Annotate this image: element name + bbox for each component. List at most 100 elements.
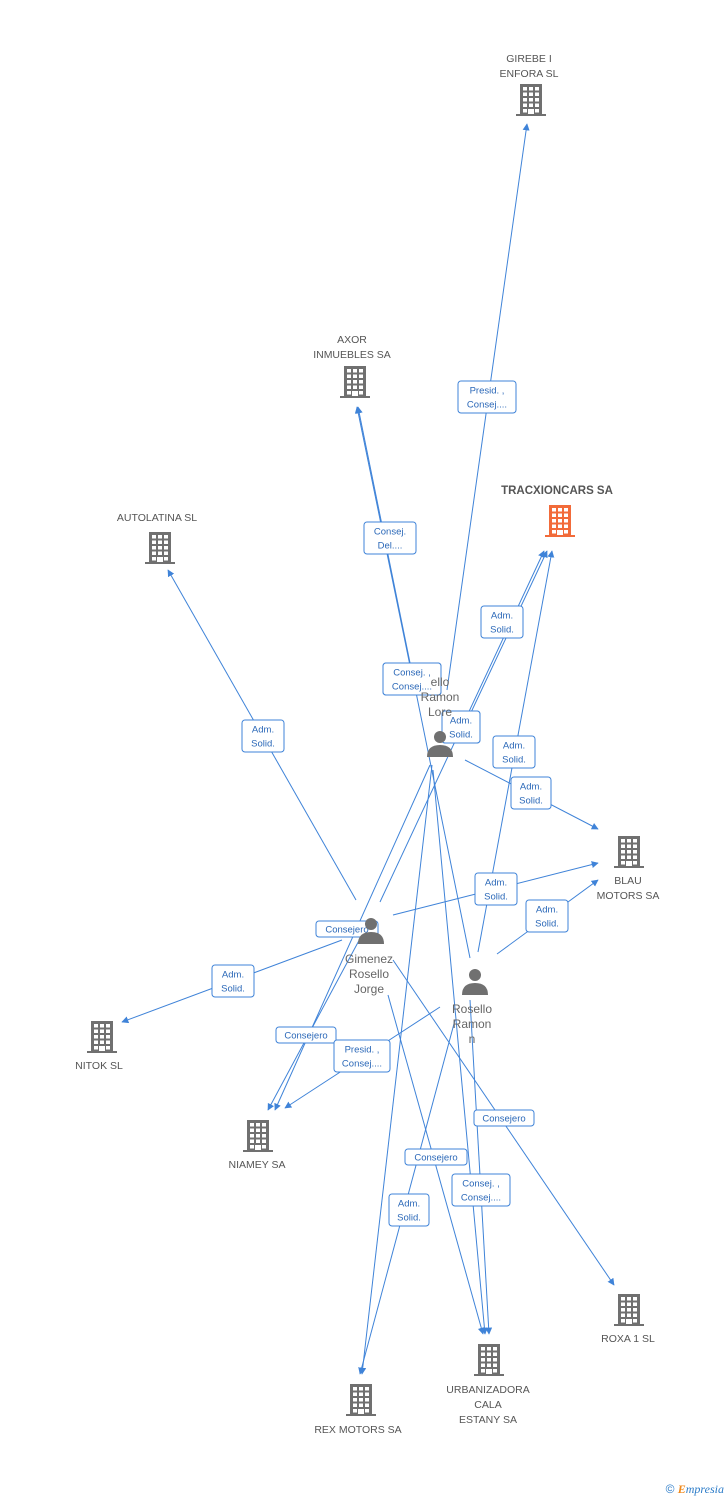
edge-label-lorenzo-to-rex[interactable]: Adm. Solid. <box>441 710 481 744</box>
company-label-urbanizadora[interactable]: CALA <box>474 1399 501 1411</box>
person-label-lorenzo[interactable]: ello <box>431 675 450 689</box>
edge-label-text: Adm. <box>536 905 558 916</box>
company-label-autolatina[interactable]: AUTOLATINA SL <box>117 512 197 524</box>
footer-brand[interactable]: © Empresia <box>666 1482 724 1497</box>
edge-label-box[interactable] <box>480 605 524 639</box>
edge-label-text: Adm. <box>222 970 244 981</box>
edge-label-box[interactable] <box>451 1173 511 1207</box>
person-node-jorge[interactable] <box>358 918 384 944</box>
edge-label-text: Adm. <box>485 878 507 889</box>
edge-label-lorenzo-to-urbanizadora[interactable]: Consej. , Consej.... <box>382 662 442 696</box>
company-node-rex[interactable] <box>346 1384 376 1416</box>
company-label-rex[interactable]: REX MOTORS SA <box>314 1424 401 1436</box>
company-node-autolatina[interactable] <box>145 532 175 564</box>
copyright-symbol: © <box>665 1482 675 1496</box>
person-node-lorenzo[interactable] <box>427 731 453 757</box>
company-label-roxa[interactable]: ROXA 1 SL <box>601 1333 655 1345</box>
person-label-jorge[interactable]: Rosello <box>349 967 389 981</box>
edge-label-ramon-to-urbanizadora[interactable]: Consej. ,Consej.... <box>451 1173 511 1207</box>
person-label-ramon[interactable]: Ramon <box>453 1017 492 1031</box>
edge-label-text: Solid. <box>251 739 275 750</box>
person-icon <box>434 731 446 743</box>
edge-label-box[interactable] <box>457 380 517 414</box>
company-label-blau[interactable]: BLAU <box>614 875 641 887</box>
company-label-tracxioncars[interactable]: TRACXIONCARS SA <box>501 485 613 497</box>
edge-label-jorge-to-niamey[interactable]: Consejero <box>315 920 379 938</box>
edge-label-box[interactable] <box>404 1148 468 1166</box>
edge-lorenzo-to-urbanizadora <box>432 769 488 1335</box>
company-node-girebe[interactable] <box>516 84 546 116</box>
edge-label-lorenzo-to-axor[interactable]: Consej.Del.... <box>363 521 417 555</box>
person-icon <box>469 969 481 981</box>
edge-label-box[interactable] <box>388 1193 430 1227</box>
edge-label-lorenzo-to-tracxioncars[interactable]: Adm.Solid. <box>480 605 524 639</box>
company-label-axor[interactable]: INMUEBLES SA <box>313 349 391 361</box>
company-node-urbanizadora[interactable] <box>474 1344 504 1376</box>
edge-label-text: Consejero <box>284 1031 327 1042</box>
edge-label-text: Solid. <box>484 892 508 903</box>
person-label-ramon[interactable]: Rosello <box>452 1002 492 1016</box>
company-node-niamey[interactable] <box>243 1120 273 1152</box>
edge-label-text: Solid. <box>502 755 526 766</box>
edge-label-text: Del.... <box>378 541 403 552</box>
person-label-lorenzo[interactable]: Ramon <box>421 690 460 704</box>
edge-label-text: Solid. <box>519 796 543 807</box>
edge-label-text: Consej.... <box>342 1059 382 1070</box>
edge-label-text: Presid. , <box>345 1045 380 1056</box>
edge-label-ramon-to-blau[interactable]: Adm. Solid. <box>525 899 569 933</box>
edge-label-ramon-to-girebe[interactable]: Presid. ,Consej.... <box>457 380 517 414</box>
person-label-jorge[interactable]: Gimenez <box>345 952 393 966</box>
company-label-girebe[interactable]: ENFORA SL <box>500 68 559 80</box>
edge-label-box[interactable] <box>315 920 379 938</box>
company-label-niamey[interactable]: NIAMEY SA <box>229 1159 286 1171</box>
person-node-ramon[interactable] <box>462 969 488 995</box>
empresia-logo: Empresia <box>677 1482 724 1496</box>
edge-label-box[interactable] <box>211 964 255 998</box>
company-node-axor[interactable] <box>340 366 370 398</box>
edge-label-lorenzo-to-niamey[interactable]: Consejero <box>275 1026 337 1044</box>
company-label-nitok[interactable]: NITOK SL <box>75 1060 123 1072</box>
edge-label-box[interactable] <box>363 521 417 555</box>
person-label-lorenzo[interactable]: Lore <box>428 705 452 719</box>
edge-label-jorge-to-roxa[interactable]: Consejero <box>473 1109 535 1127</box>
edge-label-box[interactable] <box>492 735 536 769</box>
company-label-urbanizadora[interactable]: ESTANY SA <box>459 1414 517 1426</box>
edge-label-box[interactable] <box>441 710 481 744</box>
edge-label-box[interactable] <box>333 1039 391 1073</box>
edge-label-box[interactable] <box>382 662 442 696</box>
edge-label-jorge-to-blau[interactable]: Adm. Solid. <box>474 872 518 906</box>
edge-label-text: Adm. <box>491 611 513 622</box>
company-node-tracxioncars[interactable] <box>545 505 575 537</box>
edge-label-box[interactable] <box>275 1026 337 1044</box>
edge-label-box[interactable] <box>474 872 518 906</box>
edge-label-ramon-to-tracxioncars[interactable]: Adm.Solid. <box>492 735 536 769</box>
edge-label-box[interactable] <box>241 719 285 753</box>
person-label-jorge[interactable]: Jorge <box>354 982 384 996</box>
edge-label-lorenzo-to-blau[interactable]: Adm.Solid. <box>510 776 552 810</box>
company-label-axor[interactable]: AXOR <box>337 334 367 346</box>
company-label-urbanizadora[interactable]: URBANIZADORA <box>446 1384 529 1396</box>
edge-label-ramon-to-niamey[interactable]: Presid. , Consej.... <box>333 1039 391 1073</box>
edge-label-ramon-to-rex[interactable]: Adm.Solid. <box>388 1193 430 1227</box>
edge-label-text: Consejero <box>325 925 368 936</box>
edge-label-text: Solid. <box>535 919 559 930</box>
company-node-roxa[interactable] <box>614 1294 644 1326</box>
company-label-blau[interactable]: MOTORS SA <box>597 890 660 902</box>
company-node-nitok[interactable] <box>87 1021 117 1053</box>
company-label-girebe[interactable]: GIREBE I <box>506 53 552 65</box>
edge-label-text: Solid. <box>449 730 473 741</box>
edge-label-jorge-to-urbanizadora[interactable]: Consejero <box>404 1148 468 1166</box>
edge-label-text: Solid. <box>221 984 245 995</box>
edge-label-box[interactable] <box>510 776 552 810</box>
edge-label-box[interactable] <box>525 899 569 933</box>
edge-label-box[interactable] <box>473 1109 535 1127</box>
edge-lorenzo-to-tracxioncars <box>457 550 548 741</box>
company-node-blau[interactable] <box>614 836 644 868</box>
person-label-ramon[interactable]: n <box>469 1032 476 1046</box>
edge-label-jorge-to-autolatina[interactable]: Adm.Solid. <box>241 719 285 753</box>
edge-label-text: Consej.... <box>392 682 432 693</box>
edge-label-text: Consej. , <box>393 668 431 679</box>
edge-label-jorge-to-nitok[interactable]: Adm. Solid. <box>211 964 255 998</box>
edge-label-text: Adm. <box>450 716 472 727</box>
edge-label-text: Consej. , <box>462 1179 500 1190</box>
